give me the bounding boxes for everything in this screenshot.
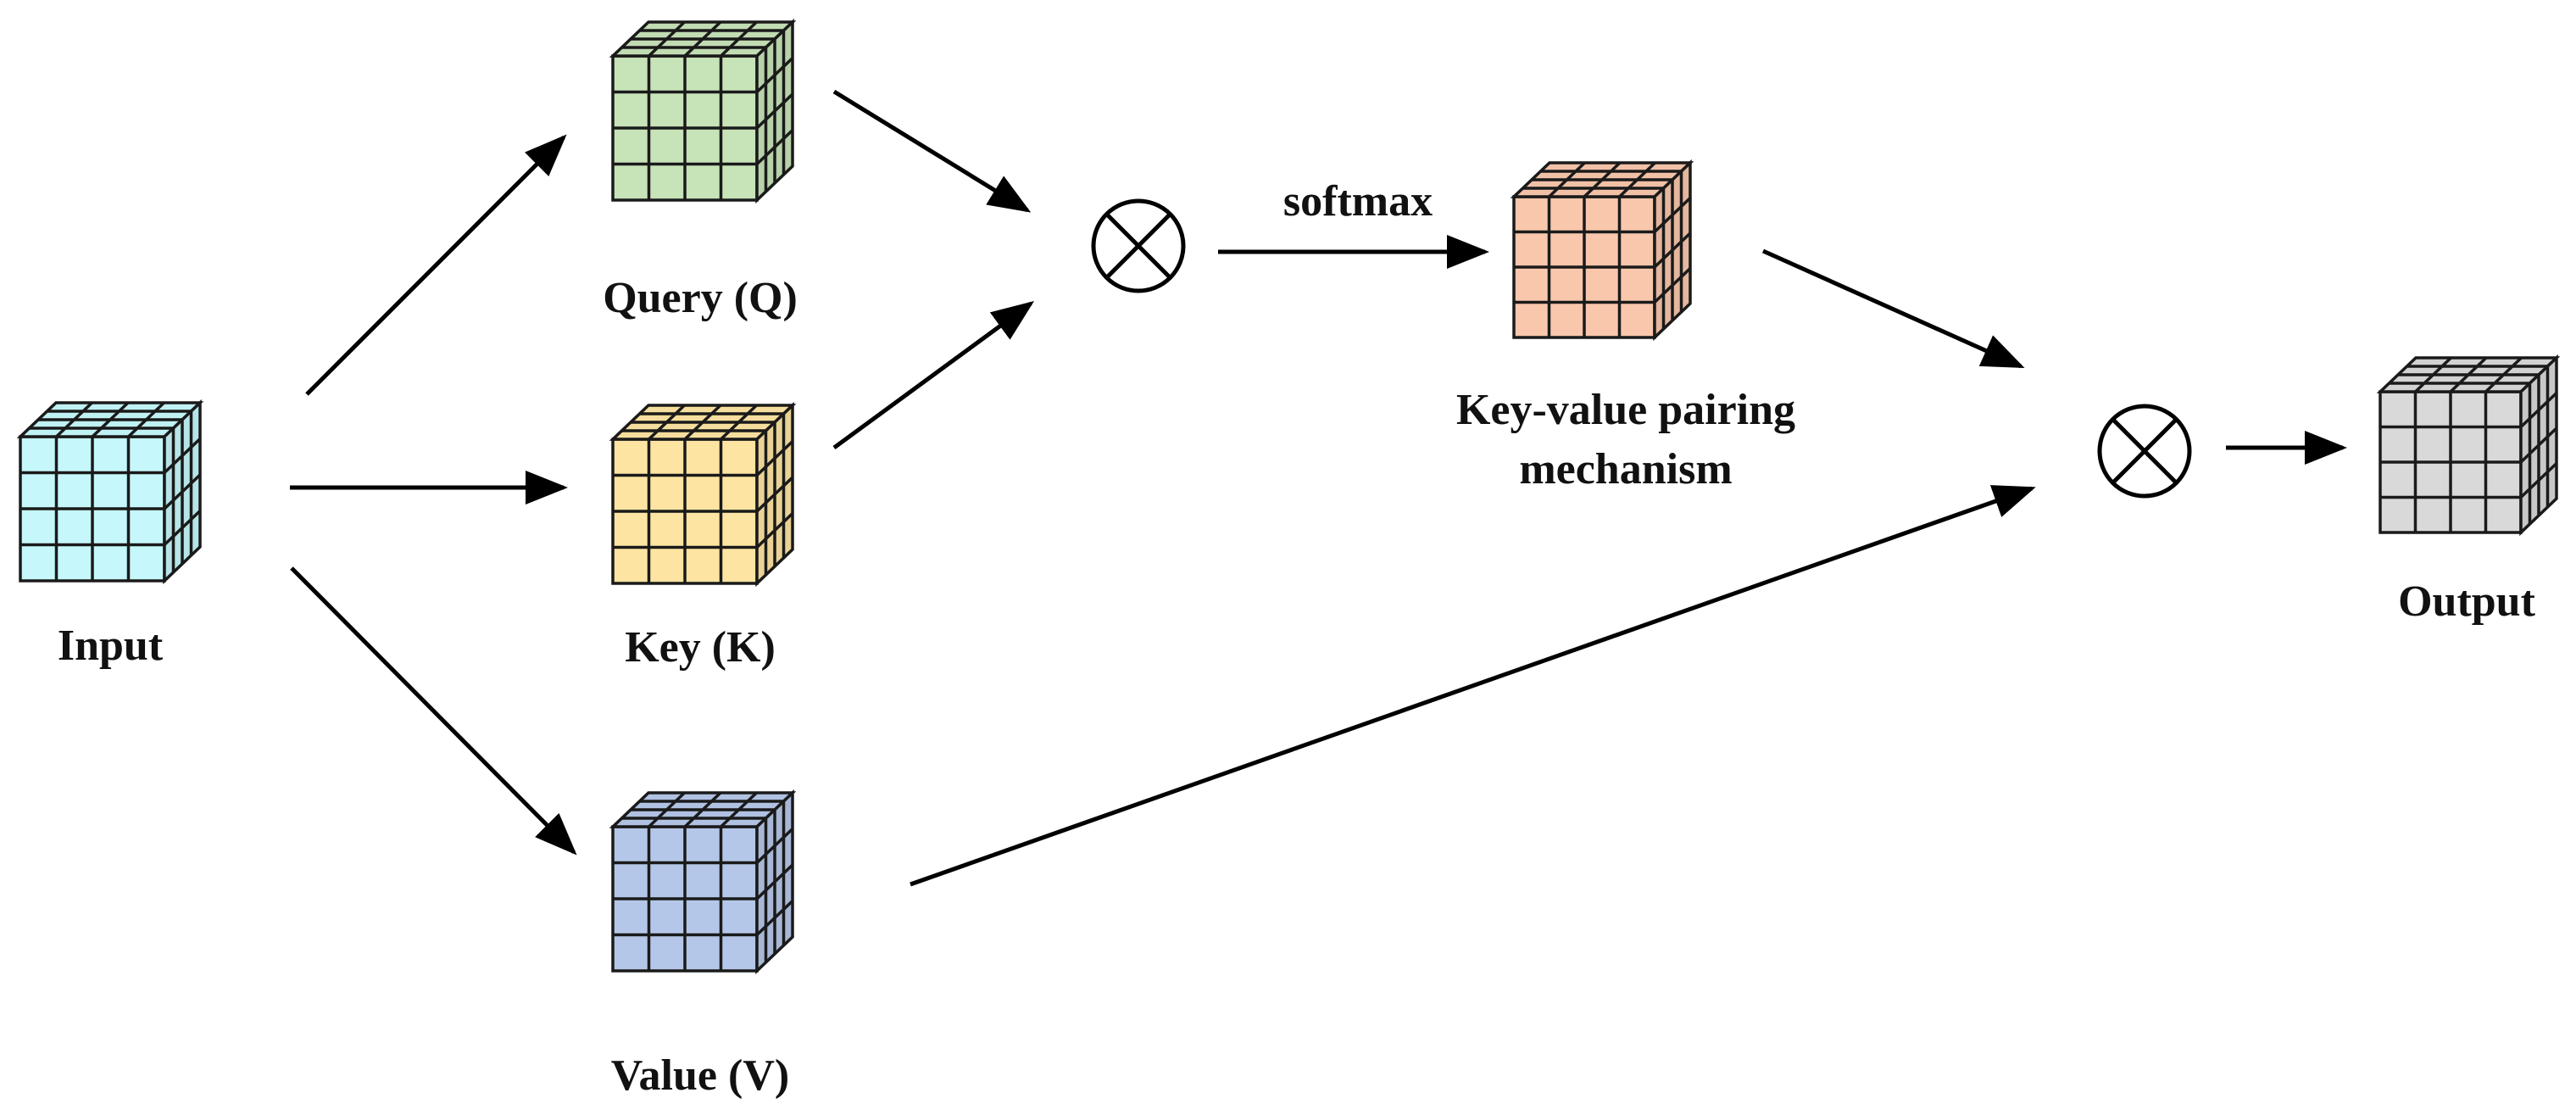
arrow-query-to-multiply bbox=[832, 89, 1032, 213]
query-label: Query (Q) bbox=[603, 274, 798, 322]
softmax-label: softmax bbox=[1283, 177, 1433, 226]
multiply-operator-1 bbox=[1091, 198, 1186, 293]
arrow-pairing-to-multiply bbox=[1761, 248, 2025, 369]
pairing-cube bbox=[1510, 159, 1694, 342]
key-cube bbox=[609, 401, 797, 588]
value-cube bbox=[609, 789, 797, 975]
value-label: Value (V) bbox=[611, 1051, 789, 1100]
arrow-input-to-query bbox=[305, 134, 567, 396]
circled-times-icon bbox=[2097, 404, 2192, 499]
arrow-input-to-value bbox=[290, 566, 577, 856]
output-label: Output bbox=[2398, 577, 2536, 626]
output-cube bbox=[2376, 354, 2561, 537]
query-cube bbox=[609, 18, 797, 204]
pairing-label-line2: mechanism bbox=[1519, 445, 1732, 493]
input-cube bbox=[16, 399, 204, 585]
multiply-operator-2 bbox=[2097, 404, 2192, 499]
key-label: Key (K) bbox=[625, 623, 776, 672]
circled-times-icon bbox=[1091, 198, 1186, 293]
pairing-label-line1: Key-value pairing bbox=[1456, 386, 1795, 434]
arrow-value-to-multiply bbox=[910, 485, 2036, 887]
arrow-key-to-multiply bbox=[832, 301, 1035, 450]
input-label: Input bbox=[58, 622, 164, 670]
